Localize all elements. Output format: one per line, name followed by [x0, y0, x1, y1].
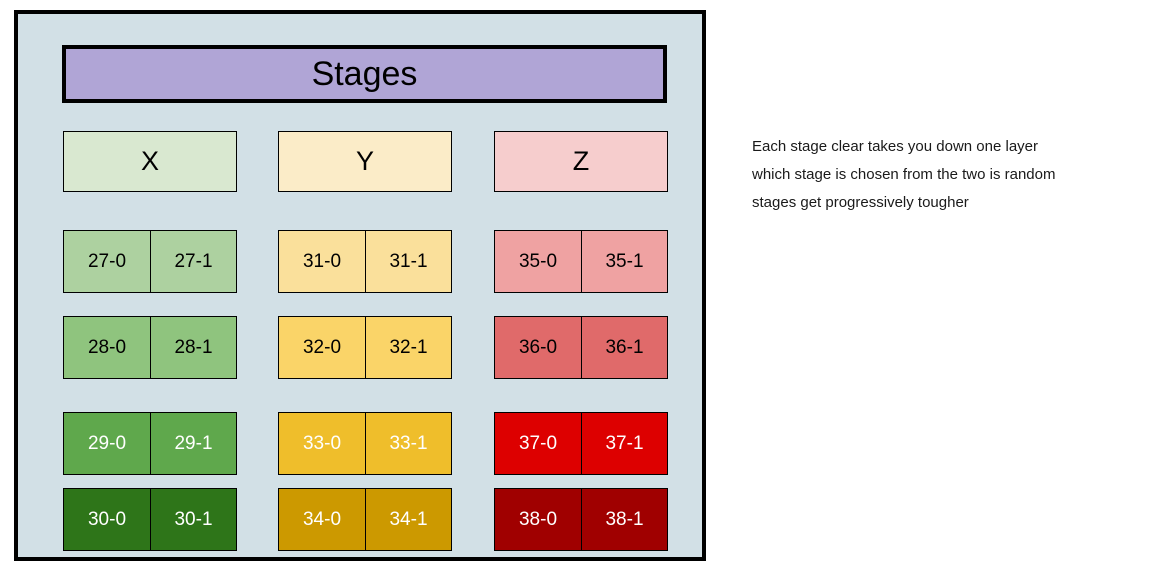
- stage-cell-37-1[interactable]: 37-1: [581, 413, 667, 474]
- stage-row: 28-0 28-1: [63, 316, 237, 379]
- stage-cell-28-1[interactable]: 28-1: [150, 317, 236, 378]
- stage-cell-27-0[interactable]: 27-0: [87, 251, 127, 272]
- stage-cell-34-0[interactable]: 34-0: [302, 509, 342, 530]
- stage-column-x: X 27-0 27-1 28-0 28-1 29-0 29-1 30-0 30-1: [63, 131, 237, 551]
- column-header-label: Y: [355, 146, 374, 176]
- side-note-line: Each stage clear takes you down one laye…: [752, 138, 1039, 155]
- stage-cell-31-0[interactable]: 31-0: [302, 251, 342, 272]
- stage-row: 30-0 30-1: [63, 488, 237, 551]
- stage-cell-35-0[interactable]: 35-0: [518, 251, 558, 272]
- stage-cell-38-0[interactable]: 38-0: [518, 509, 558, 530]
- column-header-label: Z: [572, 146, 590, 176]
- stage-cell-28-0[interactable]: 28-0: [87, 337, 127, 358]
- stage-row: 34-0 34-1: [278, 488, 452, 551]
- stage-cell-32-0[interactable]: 32-0: [302, 337, 342, 358]
- stage-cell-36-0[interactable]: 36-0: [518, 337, 558, 358]
- stage-row: 32-0 32-1: [278, 316, 452, 379]
- side-note-line: which stage is chosen from the two is ra…: [752, 166, 1056, 183]
- stage-column-z: Z 35-0 35-1 36-0 36-1 37-0 37-1 38-0 38-1: [494, 131, 668, 551]
- stage-cell-29-1[interactable]: 29-1: [150, 413, 236, 474]
- stages-title-banner: Stages: [62, 45, 667, 103]
- stage-row: 33-0 33-1: [278, 412, 452, 475]
- stage-cell-36-1[interactable]: 36-1: [581, 317, 667, 378]
- stage-cell-27-1[interactable]: 27-1: [150, 231, 236, 292]
- stage-row: 31-0 31-1: [278, 230, 452, 293]
- stage-cell-33-1[interactable]: 33-1: [365, 413, 451, 474]
- stage-cell-34-1[interactable]: 34-1: [365, 489, 451, 550]
- stage-row: 35-0 35-1: [494, 230, 668, 293]
- stage-column-y: Y 31-0 31-1 32-0 32-1 33-0 33-1 34-0 34-1: [278, 131, 452, 551]
- stage-cell-31-1[interactable]: 31-1: [365, 231, 451, 292]
- stage-cell-35-1[interactable]: 35-1: [581, 231, 667, 292]
- stage-cell-29-0[interactable]: 29-0: [87, 433, 127, 454]
- stage-cell-30-1[interactable]: 30-1: [150, 489, 236, 550]
- stage-row: 36-0 36-1: [494, 316, 668, 379]
- stage-row: 37-0 37-1: [494, 412, 668, 475]
- column-header-z[interactable]: Z: [494, 131, 668, 192]
- stage-cell-30-0[interactable]: 30-0: [87, 509, 127, 530]
- stage-row: 29-0 29-1: [63, 412, 237, 475]
- stages-panel: Stages X 27-0 27-1 28-0 28-1 29-0 29-1 30-0 30-1…: [14, 10, 706, 561]
- side-note-line: stages get progressively tougher: [752, 194, 969, 211]
- stage-cell-38-1[interactable]: 38-1: [581, 489, 667, 550]
- column-header-y[interactable]: Y: [278, 131, 452, 192]
- stage-cell-32-1[interactable]: 32-1: [365, 317, 451, 378]
- side-note: Each stage clear takes you down one laye…: [752, 133, 1142, 217]
- page-title: Stages: [311, 55, 418, 93]
- stage-row: 38-0 38-1: [494, 488, 668, 551]
- column-header-x[interactable]: X: [63, 131, 237, 192]
- column-header-label: X: [140, 146, 159, 176]
- stage-cell-37-0[interactable]: 37-0: [518, 433, 558, 454]
- stage-row: 27-0 27-1: [63, 230, 237, 293]
- stage-cell-33-0[interactable]: 33-0: [302, 433, 342, 454]
